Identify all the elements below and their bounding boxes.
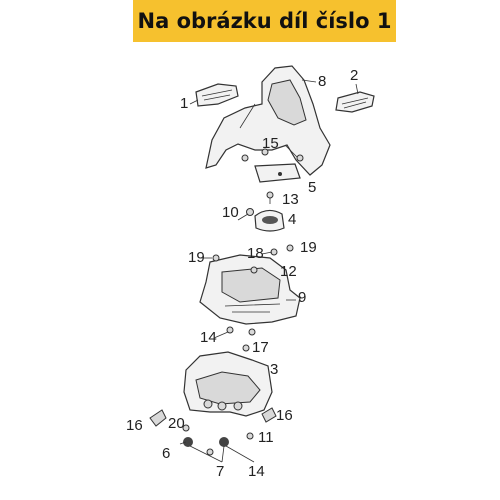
callout-14-lower: 14: [248, 463, 265, 480]
callout-4: 4: [288, 211, 296, 228]
part-4-bracket: [254, 209, 285, 232]
callout-7: 7: [216, 463, 224, 480]
callout-1: 1: [180, 95, 188, 112]
callout-6: 6: [162, 445, 170, 462]
callout-16-left: 16: [126, 417, 143, 434]
part-9-frame-cover: [199, 254, 301, 325]
callout-18: 18: [247, 245, 264, 262]
callout-5: 5: [308, 179, 316, 196]
part-5-bracket: [254, 163, 301, 183]
callout-3: 3: [270, 361, 278, 378]
callout-17: 17: [252, 339, 269, 356]
callout-12: 12: [280, 263, 297, 280]
callout-16-right: 16: [276, 407, 293, 424]
callout-10: 10: [222, 204, 239, 221]
callout-8: 8: [318, 73, 326, 90]
callout-14-upper: 14: [200, 329, 217, 346]
callout-20: 20: [168, 415, 185, 432]
part-3-lower-cover: [183, 351, 273, 417]
callout-2: 2: [350, 67, 358, 84]
title-banner: Na obrázku díl číslo 1: [133, 0, 396, 42]
callout-11: 11: [258, 429, 274, 446]
callout-15: 15: [262, 135, 279, 152]
leader-lines: [179, 79, 359, 463]
fasteners-row: [212, 244, 294, 352]
part-1-footpeg: [195, 83, 239, 107]
part-2-footpeg: [335, 91, 375, 113]
lower-fasteners: [149, 407, 277, 456]
title-text: Na obrázku díl číslo 1: [137, 9, 392, 33]
screws-15: [241, 148, 304, 162]
callout-13: 13: [282, 191, 299, 208]
part-8-upper-cover: [205, 65, 331, 176]
callout-19-left: 19: [188, 249, 205, 266]
part-10-nut: [246, 208, 254, 216]
callout-9: 9: [298, 289, 306, 306]
callout-19-right: 19: [300, 239, 317, 256]
part-13-bolt: [266, 191, 274, 204]
